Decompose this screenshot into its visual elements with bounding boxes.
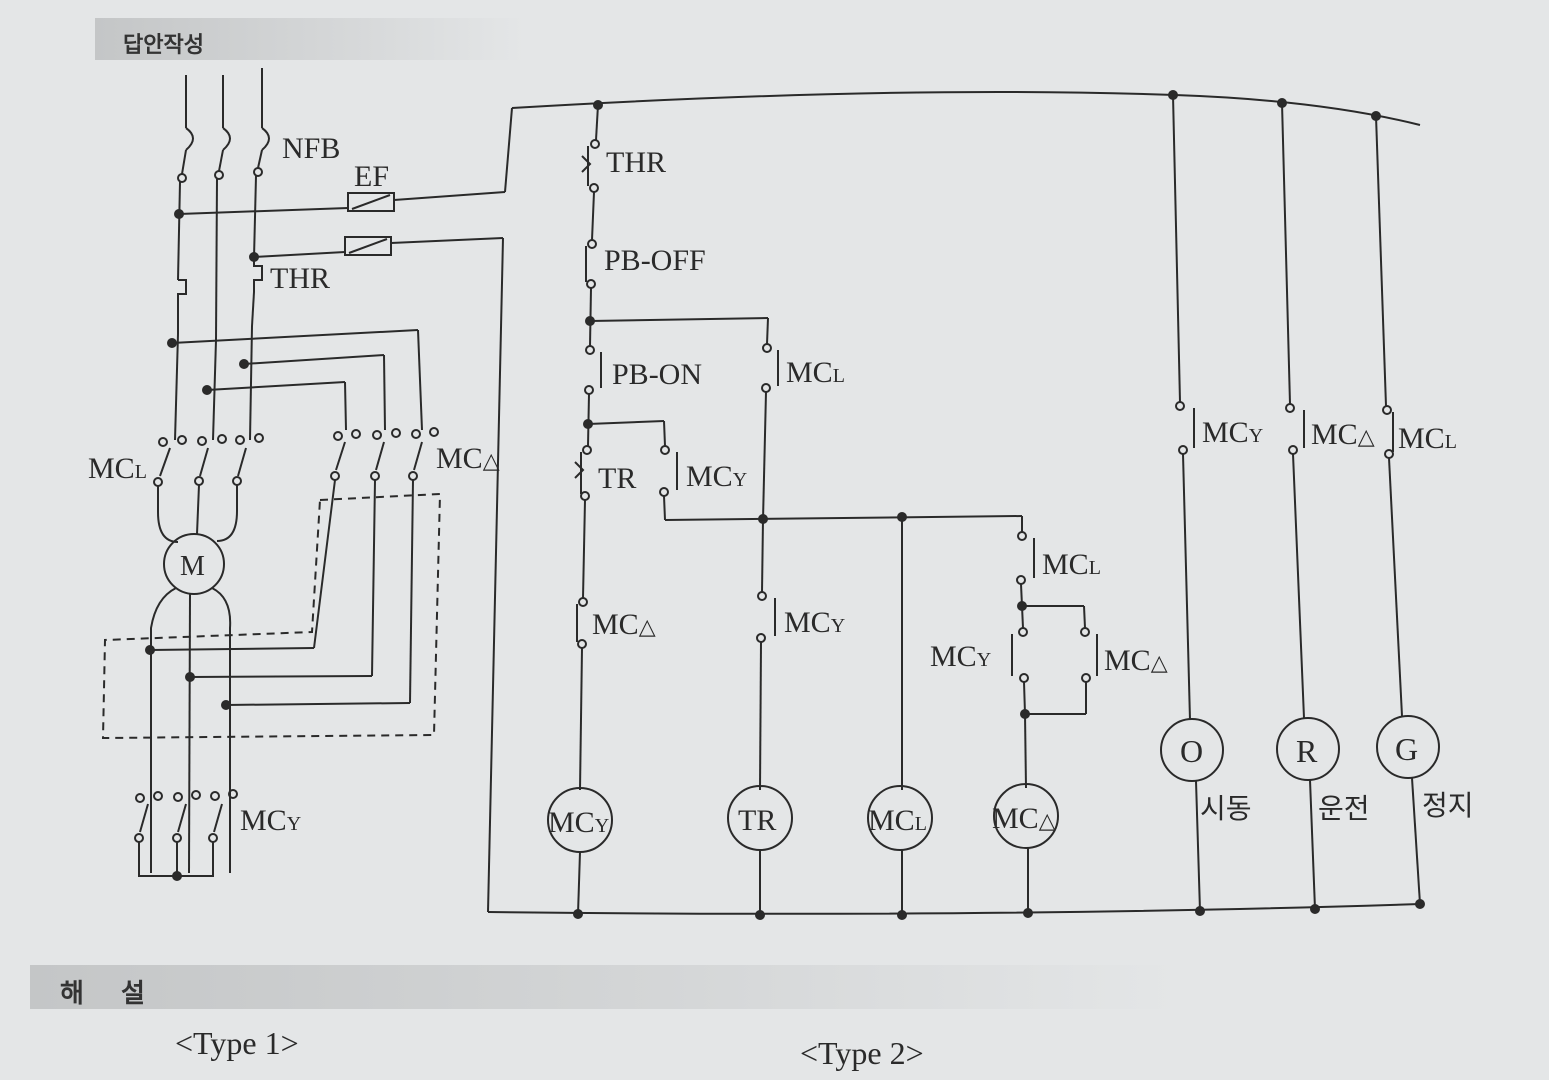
- answer-header: 답안작성: [95, 18, 525, 60]
- lamp-contact-label: MCL: [1398, 422, 1457, 455]
- lamp-run: MC△ R 운전: [1276, 102, 1375, 910]
- coil-mc-delta: MC△: [992, 783, 1059, 913]
- mc-delta-main-contacts: [330, 427, 439, 481]
- thr-contact-label: THR: [606, 146, 666, 179]
- mc-delta-interlock-label: MC△: [592, 608, 656, 641]
- ef-label: EF: [354, 160, 389, 193]
- thr-relay-box: [344, 236, 392, 256]
- power-circuit: NFB THR EF: [88, 68, 513, 913]
- pb-on-label: PB-ON: [612, 358, 702, 391]
- answer-header-title: 답안작성: [123, 33, 204, 58]
- nfb-breaker: [177, 127, 270, 183]
- coil-label: MCY: [548, 806, 609, 839]
- mc-l-hold-label: MCL: [786, 356, 845, 389]
- lamp-label: 운전: [1318, 792, 1370, 825]
- control-circuit: THR PB-OFF PB-ON MCL: [487, 90, 1474, 920]
- nfb-label: NFB: [282, 132, 340, 165]
- thr-label-main: THR: [270, 262, 330, 295]
- tr-contact: [574, 445, 592, 501]
- coil-mc-l: MCL: [867, 785, 933, 915]
- explanation-header-title: 해 설: [60, 979, 159, 1009]
- coil-label: TR: [738, 804, 776, 837]
- lamp-contact-label: MCY: [1202, 416, 1263, 449]
- coil-label: MC△: [992, 802, 1056, 835]
- lamp-label: 시동: [1200, 792, 1252, 825]
- mc-delta-main-label: MC△: [436, 442, 500, 475]
- mc-y-interlock-label: MCY: [784, 606, 845, 639]
- lamp-label: 정지: [1422, 789, 1474, 822]
- thr-contact: [581, 139, 600, 193]
- mc-y-delta-label: MCY: [930, 640, 991, 673]
- coil-label: MCL: [868, 804, 927, 837]
- lamp-letter: O: [1180, 733, 1203, 769]
- mc-y-main-label: MCY: [240, 804, 301, 837]
- caption-type2: <Type 2>: [800, 1035, 924, 1071]
- ef-relay: [347, 192, 395, 212]
- caption-type1: <Type 1>: [175, 1025, 299, 1061]
- tr-contact-label: TR: [598, 462, 636, 495]
- lamp-contact-label: MC△: [1311, 418, 1375, 451]
- lamp-start: MCY O 시동: [1160, 94, 1263, 912]
- lamp-letter: R: [1296, 733, 1318, 769]
- mc-l-main-contacts: [153, 433, 264, 487]
- mc-y-tr-label: MCY: [686, 460, 747, 493]
- mc-delta-delta-label: MC△: [1104, 644, 1168, 677]
- motor: [163, 533, 225, 595]
- explanation-header: 해 설: [30, 965, 1180, 1009]
- lamp-stop: MCL G 정지: [1375, 115, 1474, 905]
- pb-off-label: PB-OFF: [604, 244, 706, 277]
- mc-l-delta-label: MCL: [1042, 548, 1101, 581]
- pb-on-button[interactable]: [584, 345, 602, 395]
- pb-off-button[interactable]: [585, 239, 597, 289]
- lamp-letter: G: [1395, 731, 1418, 767]
- coil-tr: TR: [727, 785, 793, 915]
- mc-l-main-label: MCL: [88, 452, 147, 485]
- dashed-wiring-box: [101, 492, 442, 740]
- coil-mc-y: MCY: [547, 787, 613, 915]
- mc-delta-interlock-contact: [576, 597, 588, 649]
- motor-label: M: [180, 551, 205, 582]
